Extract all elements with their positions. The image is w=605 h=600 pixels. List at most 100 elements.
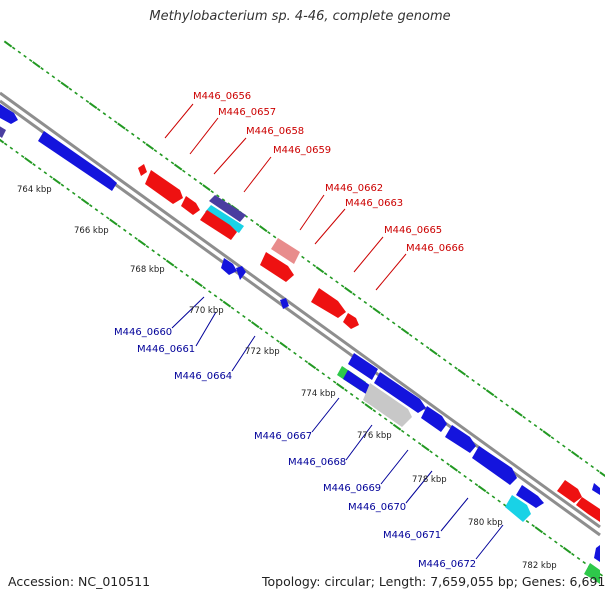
gene-label[interactable]: M446_0670 — [348, 502, 406, 513]
scale-tick — [525, 519, 530, 524]
gene-label[interactable]: M446_0658 — [246, 126, 304, 137]
scale-tick — [287, 347, 292, 351]
gene-arrow[interactable] — [0, 124, 6, 138]
gene-label[interactable]: M446_0669 — [323, 483, 381, 494]
forward-strand-features — [138, 164, 600, 522]
gene-arrow[interactable] — [311, 288, 346, 318]
gene-arrow[interactable] — [271, 238, 300, 264]
scale-tick — [24, 157, 33, 164]
gene-arrow[interactable] — [205, 205, 244, 233]
scale-tick — [542, 532, 547, 536]
gene-arrow[interactable] — [236, 266, 246, 280]
gene-label[interactable]: M446_0667 — [254, 431, 312, 442]
scale-tick — [327, 376, 331, 380]
scale-tick — [173, 163, 183, 171]
scale-tick — [599, 471, 605, 478]
scale-tick — [312, 263, 317, 268]
gene-label[interactable]: M446_0663 — [345, 198, 403, 209]
gene-arrow[interactable] — [0, 104, 18, 124]
scale-tick — [437, 354, 441, 358]
gene-label[interactable]: M446_0665 — [384, 225, 442, 236]
scale-tick — [293, 351, 297, 355]
gene-arrow[interactable] — [374, 372, 426, 413]
scale-tick — [28, 58, 33, 62]
scale-tick — [420, 341, 424, 346]
gene-label[interactable]: M446_0659 — [273, 145, 331, 156]
gene-arrow[interactable] — [584, 563, 600, 584]
scale-tick — [383, 417, 388, 421]
gene-arrow[interactable] — [280, 298, 289, 309]
scale-tick — [0, 138, 5, 144]
scale-tick — [336, 382, 345, 390]
scale-tick — [128, 232, 133, 236]
scale-tick — [315, 266, 325, 274]
scale-tick — [408, 333, 413, 337]
gene-label[interactable]: M446_0657 — [218, 107, 276, 118]
scale-tick — [108, 116, 112, 120]
gene-label[interactable]: M446_0672 — [418, 559, 476, 570]
gene-label[interactable]: M446_0666 — [406, 243, 464, 254]
scale-tick — [414, 337, 419, 341]
gene-arrow[interactable] — [348, 353, 378, 380]
scale-tick — [88, 102, 98, 109]
gene-arrow[interactable] — [505, 495, 531, 522]
gene-label[interactable]: M446_0656 — [193, 91, 251, 102]
gene-arrow[interactable] — [592, 483, 600, 495]
forward-gene-labels: M446_0656 M446_0657 M446_0658 M446_0659 … — [193, 91, 464, 254]
scale-tick — [222, 300, 232, 308]
gene-label[interactable]: M446_0661 — [137, 344, 195, 355]
gene-arrow[interactable] — [138, 164, 147, 176]
scale-tick — [505, 403, 509, 407]
gene-arrow[interactable] — [472, 446, 517, 485]
gene-arrow[interactable] — [363, 383, 412, 427]
scale-tick — [109, 218, 118, 226]
gene-label[interactable]: M446_0671 — [383, 530, 441, 541]
gene-arrow[interactable] — [260, 252, 294, 282]
scale-tick — [468, 478, 473, 483]
scale-tick — [372, 409, 377, 413]
scale-tick — [165, 157, 169, 161]
scale-tick — [236, 310, 240, 314]
scale-tick — [51, 75, 56, 79]
scale-tick — [52, 177, 61, 185]
gene-label[interactable]: M446_0662 — [325, 183, 383, 194]
scale-tick — [556, 440, 560, 444]
gene-arrow[interactable] — [576, 497, 600, 522]
scale-tick — [298, 355, 303, 360]
scale-tick — [153, 149, 158, 153]
gene-arrow[interactable] — [181, 196, 200, 215]
scale-tick — [199, 181, 203, 186]
gene-arrow[interactable] — [557, 480, 582, 503]
gene-arrow[interactable] — [421, 406, 447, 432]
gene-label[interactable]: M446_0664 — [174, 371, 232, 382]
gene-arrow[interactable] — [200, 210, 237, 240]
scale-tick — [43, 171, 48, 175]
scale-tick — [562, 546, 572, 554]
gene-arrow[interactable] — [343, 370, 371, 394]
gene-arrow[interactable] — [343, 313, 359, 329]
gene-label[interactable]: M446_0668 — [288, 457, 346, 468]
scale-tick — [3, 142, 8, 146]
gene-arrow[interactable] — [445, 425, 476, 453]
gene-arrow[interactable] — [221, 258, 237, 275]
scale-tick — [361, 400, 365, 405]
scale-tick — [567, 448, 572, 452]
scale-tick — [344, 286, 353, 294]
scale-tick — [548, 536, 552, 540]
scale-tick — [448, 362, 453, 366]
gene-arrow[interactable] — [38, 131, 117, 191]
scale-tick — [425, 346, 430, 350]
gene-arrow[interactable] — [209, 195, 246, 222]
scale-tick — [79, 95, 84, 99]
gene-arrow[interactable] — [516, 485, 544, 508]
scale-tick — [554, 540, 558, 544]
gene-label[interactable]: M446_0660 — [114, 327, 172, 338]
scale-tick — [357, 296, 362, 300]
scale-tick — [570, 450, 580, 458]
gene-arrow[interactable] — [145, 170, 183, 204]
scale-label: 764 kbp — [17, 185, 52, 195]
scale-tick — [494, 395, 498, 399]
scale-tick — [11, 46, 16, 50]
gene-arrow[interactable] — [594, 545, 600, 562]
scale-tick — [559, 544, 564, 548]
